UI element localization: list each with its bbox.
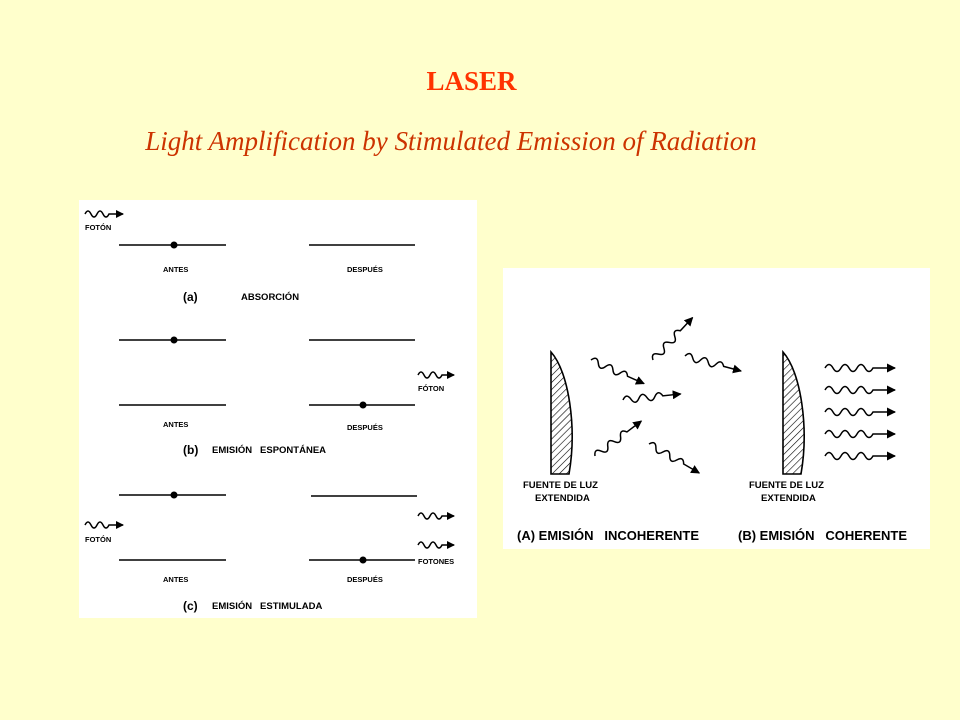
- caption-a: ABSORCIÓN: [241, 291, 299, 303]
- electron-c-after: [359, 556, 367, 564]
- electron-b-after: [359, 401, 367, 409]
- light-source-b: [782, 349, 805, 475]
- caption-c: EMISIÓN ESTIMULADA: [212, 600, 322, 612]
- antes-label-a: ANTES: [163, 265, 188, 274]
- antes-label-c: ANTES: [163, 575, 188, 584]
- caption-letter-b: (b): [183, 443, 198, 457]
- source-a-label-line2: EXTENDIDA: [535, 493, 590, 504]
- fotones-label-c: FOTONES: [418, 557, 454, 566]
- foton-label-a: FOTÓN: [85, 223, 111, 232]
- source-b-label-line1: FUENTE DE LUZ: [749, 480, 824, 491]
- caption-incoherent: (A) EMISIÓN INCOHERENTE: [517, 528, 699, 543]
- photon-wave-a: [84, 210, 124, 218]
- photon-wave-c-out-1: [417, 512, 455, 520]
- incoherent-photon-6: [648, 441, 701, 474]
- page-subtitle: Light Amplification by Stimulated Emissi…: [145, 126, 757, 156]
- transitions-diagram: FOTÓN ANTES DESPUÉS (a) ABSORCIÓN FÓTON …: [79, 200, 477, 618]
- source-b-label-line2: EXTENDIDA: [761, 493, 816, 504]
- coherent-photon-1: [824, 363, 896, 373]
- despues-label-a: DESPUÉS: [347, 265, 383, 274]
- source-a-label-line1: FUENTE DE LUZ: [523, 480, 598, 491]
- incoherent-photon-1: [590, 357, 645, 385]
- electron-b-before: [170, 336, 178, 344]
- incoherent-photon-3: [684, 352, 742, 374]
- transitions-diagram-svg: FOTÓN ANTES DESPUÉS (a) ABSORCIÓN FÓTON …: [84, 210, 455, 613]
- antes-label-b: ANTES: [163, 420, 188, 429]
- photon-wave-b: [417, 371, 455, 379]
- coherence-diagram-svg: FUENTE DE LUZ EXTENDIDA FUENTE DE LUZ EX…: [517, 316, 907, 543]
- electron-a-before: [170, 241, 178, 249]
- despues-label-c: DESPUÉS: [347, 575, 383, 584]
- caption-coherent: (B) EMISIÓN COHERENTE: [738, 528, 907, 543]
- electron-c-before: [170, 491, 178, 499]
- incoherent-photon-4: [622, 390, 682, 403]
- coherent-photon-5: [824, 451, 896, 461]
- coherent-photon-4: [824, 429, 896, 439]
- page-title: LASER: [426, 66, 517, 96]
- photon-wave-c-out-2: [417, 541, 455, 549]
- caption-letter-c: (c): [183, 599, 198, 613]
- coherent-photon-2: [824, 385, 896, 395]
- foton-label-c: FOTÓN: [85, 535, 111, 544]
- caption-letter-a: (a): [183, 290, 198, 304]
- light-source-a: [550, 349, 573, 475]
- incoherent-photon-5: [594, 420, 643, 457]
- foton-label-b: FÓTON: [418, 384, 444, 393]
- coherence-diagram: FUENTE DE LUZ EXTENDIDA FUENTE DE LUZ EX…: [503, 268, 930, 549]
- despues-label-b: DESPUÉS: [347, 423, 383, 432]
- photon-wave-c-in: [84, 521, 124, 529]
- coherent-photon-3: [824, 407, 896, 417]
- caption-b: EMISIÓN ESPONTÁNEA: [212, 444, 326, 456]
- incoherent-photon-2: [651, 316, 694, 361]
